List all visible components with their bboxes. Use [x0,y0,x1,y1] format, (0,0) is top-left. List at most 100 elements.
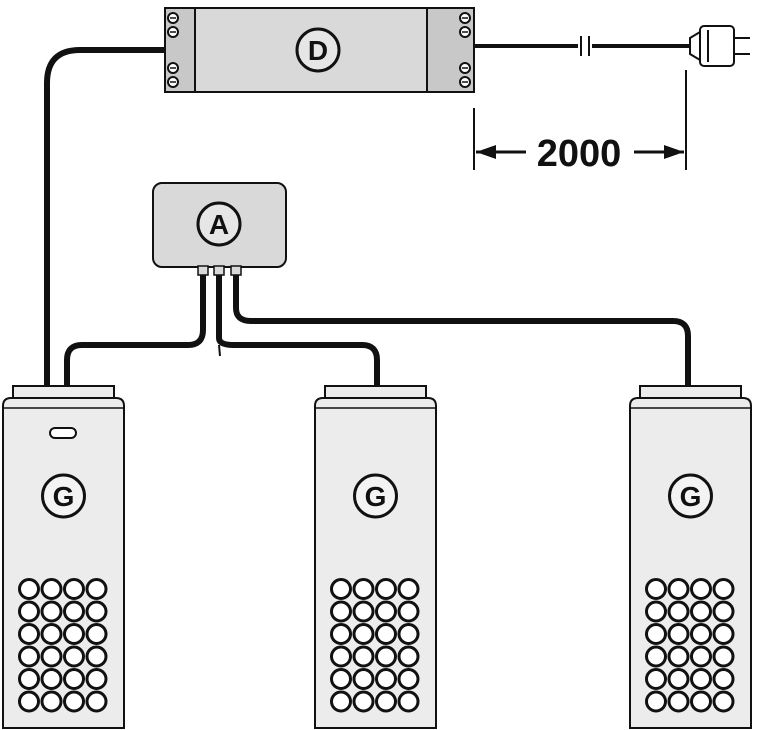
plug-icon [689,25,750,67]
led-dot [352,668,375,690]
led-dot [18,645,40,668]
led-dot [85,600,108,623]
led-dot [63,600,85,623]
cable-break-mark [580,36,590,56]
led-dot [690,645,712,668]
led-dot [85,668,108,690]
dimension-label: 2000 [537,133,622,175]
led-dot [18,668,40,690]
led-dot [690,578,712,600]
led-dot [352,623,375,645]
cable-controller-to-light-3 [233,272,691,390]
led-dot [40,690,63,713]
led-dot [330,690,352,713]
led-dot [667,668,690,690]
controller-unit: A [152,182,287,276]
led-dot [375,600,397,623]
led-dot [18,623,40,645]
led-dot [330,668,352,690]
led-dot [712,668,735,690]
controller-badge-label: A [209,209,229,240]
led-dot [690,690,712,713]
led-dot [330,645,352,668]
driver-badge [295,27,341,73]
led-dot [85,690,108,713]
led-dot [40,668,63,690]
light-switch-icon [49,427,77,439]
led-dot [330,623,352,645]
led-dot [85,645,108,668]
led-dot [397,690,420,713]
led-dot [712,690,735,713]
led-dot [63,690,85,713]
cable-controller-to-light-2 [216,272,380,390]
led-dot [645,645,667,668]
light-badge-label: G [680,481,702,512]
led-dot [40,623,63,645]
led-dot [712,600,735,623]
led-dot [397,668,420,690]
led-dot [397,645,420,668]
led-dot [85,578,108,600]
light-badge [668,473,713,519]
driver-badge-label: D [308,35,328,66]
light-unit-1: G [2,385,125,729]
led-dot [352,578,375,600]
led-dot [667,690,690,713]
driver-unit: D [164,7,475,93]
led-dot [375,668,397,690]
light-unit-3: G [629,385,752,729]
led-grid [330,578,420,713]
led-dot [18,600,40,623]
led-dot [645,578,667,600]
led-dot [667,600,690,623]
led-dot [712,578,735,600]
led-dot [645,668,667,690]
led-dot [667,578,690,600]
light-body [314,397,437,729]
led-dot [330,578,352,600]
led-dot [690,623,712,645]
led-dot [63,578,85,600]
led-dot [645,600,667,623]
led-dot [85,623,108,645]
led-dot [40,645,63,668]
led-dot [352,690,375,713]
led-grid [645,578,735,713]
led-dot [63,668,85,690]
light-body [2,397,125,729]
light-badge [353,473,398,519]
led-grid [18,578,108,713]
led-dot [375,623,397,645]
led-dot [667,623,690,645]
light-badge-label: G [365,481,387,512]
light-badge-label: G [53,481,75,512]
led-dot [645,623,667,645]
led-dot [397,623,420,645]
dimension-line [473,70,687,170]
led-dot [397,600,420,623]
light-unit-2: G [314,385,437,729]
led-dot [397,578,420,600]
led-dot [375,690,397,713]
led-dot [645,690,667,713]
led-dot [690,668,712,690]
led-dot [712,645,735,668]
led-dot [375,645,397,668]
led-dot [18,690,40,713]
led-dot [63,645,85,668]
light-body [629,397,752,729]
light-badge [41,473,86,519]
cables [44,44,691,390]
cable-controller-to-light-1 [64,272,206,390]
led-dot [63,623,85,645]
led-dot [667,645,690,668]
led-dot [375,578,397,600]
led-dot [40,578,63,600]
led-dot [18,578,40,600]
screw-icon [167,12,471,88]
led-dot [330,600,352,623]
